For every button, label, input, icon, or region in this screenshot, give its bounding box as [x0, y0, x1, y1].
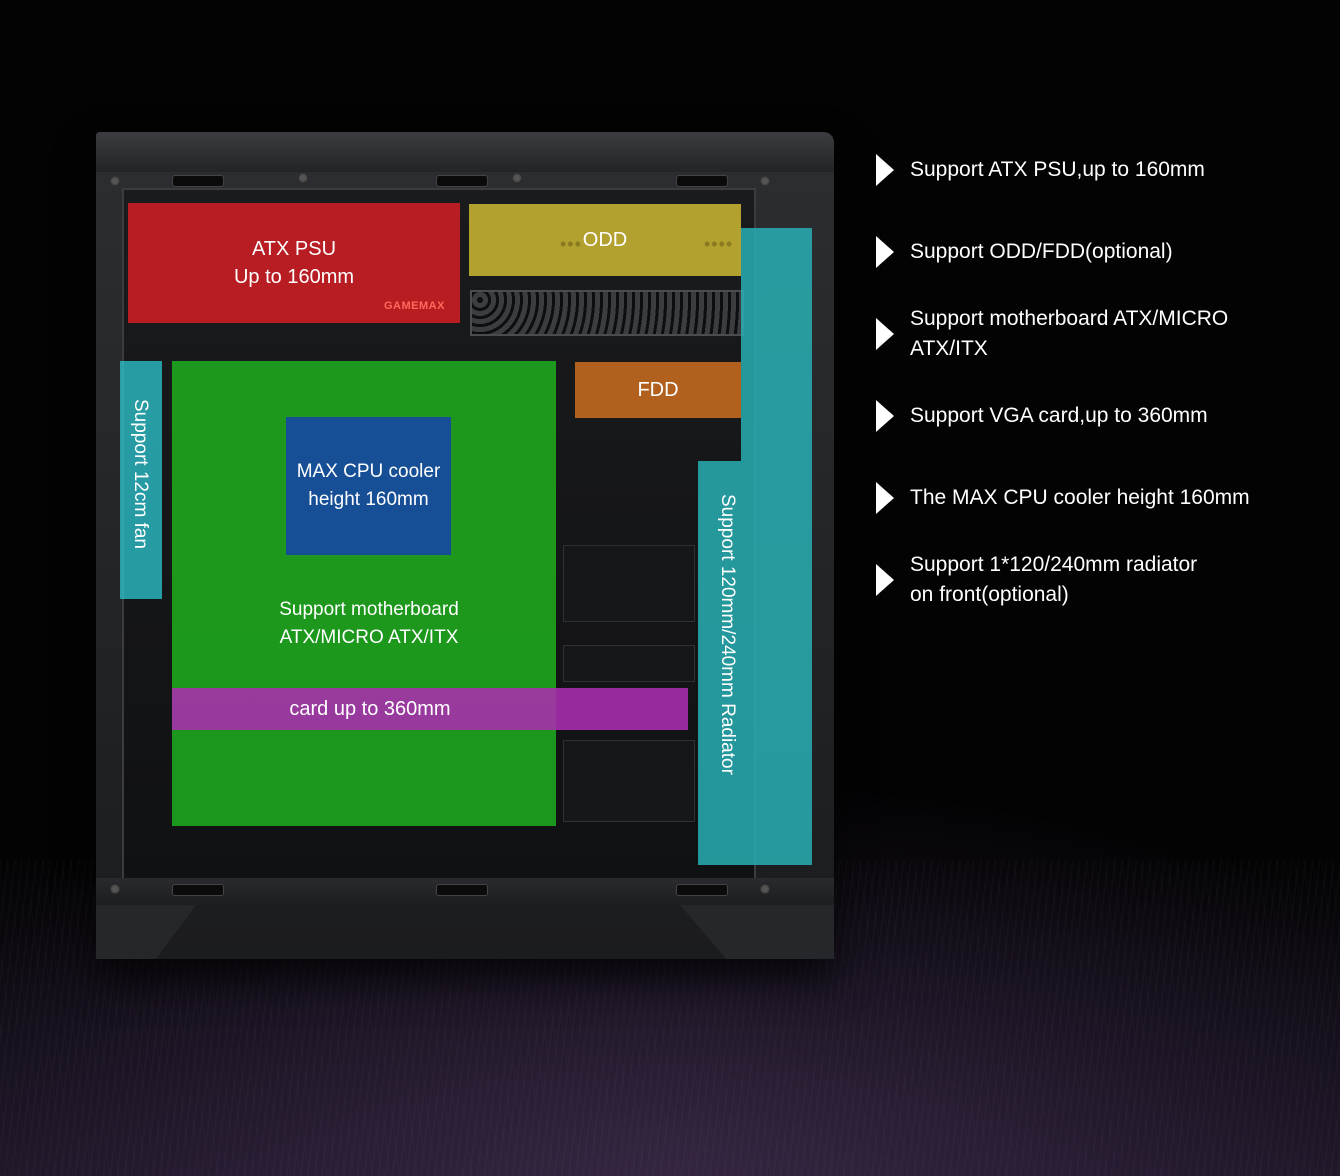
- radiator-label: Support 120mm/240mm Radiator: [717, 494, 738, 775]
- feature-line: Support VGA card,up to 360mm: [910, 404, 1208, 427]
- screw-icon: [512, 173, 522, 183]
- triangle-arrow-icon: [876, 236, 894, 268]
- screw-icon: [760, 884, 770, 894]
- drive-bay: [563, 545, 695, 622]
- motherboard-label-line2: ATX/MICRO ATX/ITX: [279, 627, 459, 648]
- cpu-cooler-zone: MAX CPU cooler height 160mm: [286, 417, 451, 555]
- feature-line: Support ATX PSU,up to 160mm: [910, 158, 1205, 181]
- fdd-zone: FDD: [575, 362, 741, 418]
- psu-label-line1: ATX PSU: [251, 238, 337, 260]
- motherboard-label: Support motherboard ATX/MICRO ATX/ITX: [172, 596, 566, 652]
- feature-text: Support 1*120/240mm radiator on front(op…: [910, 550, 1310, 610]
- fan-label: Support 12cm fan: [130, 399, 151, 549]
- triangle-arrow-icon: [876, 482, 894, 514]
- triangle-arrow-icon: [876, 318, 894, 350]
- screw-icon: [110, 884, 120, 894]
- triangle-arrow-icon: [876, 154, 894, 186]
- feature-text: Support motherboard ATX/MICRO ATX/ITX: [910, 304, 1310, 364]
- feature-item: Support 1*120/240mm radiator on front(op…: [876, 550, 1316, 614]
- feature-line: The MAX CPU cooler height 160mm: [910, 486, 1250, 509]
- odd-zone: ODD: [469, 204, 741, 276]
- cpu-label-line1: MAX CPU cooler: [296, 461, 441, 482]
- psu-label-line2: Up to 160mm: [233, 266, 355, 288]
- feature-text: Support ODD/FDD(optional): [910, 237, 1310, 267]
- feature-line: ATX/ITX: [910, 337, 988, 360]
- fan-zone: [120, 361, 162, 599]
- feature-text: Support ATX PSU,up to 160mm: [910, 155, 1310, 185]
- feature-item: Support VGA card,up to 360mm: [876, 398, 1316, 438]
- cpu-label-line2: height 160mm: [308, 489, 429, 510]
- feature-item: The MAX CPU cooler height 160mm: [876, 480, 1316, 520]
- odd-vent-dots: •••: [560, 234, 582, 254]
- feature-item: Support motherboard ATX/MICRO ATX/ITX: [876, 304, 1316, 368]
- top-slot: [172, 175, 224, 187]
- case-top-panel: [96, 132, 834, 172]
- triangle-arrow-icon: [876, 400, 894, 432]
- triangle-arrow-icon: [876, 564, 894, 596]
- odd-vent-dots: ••••: [704, 234, 734, 254]
- vga-label: card up to 360mm: [289, 698, 451, 720]
- feature-line: Support ODD/FDD(optional): [910, 240, 1173, 263]
- radiator-zone-lower: [698, 461, 812, 865]
- top-slot: [436, 175, 488, 187]
- drive-bay: [563, 740, 695, 822]
- feature-text: Support VGA card,up to 360mm: [910, 401, 1310, 431]
- motherboard-label-line1: Support motherboard: [279, 599, 459, 620]
- psu-zone: ATX PSU Up to 160mm: [128, 203, 460, 323]
- feature-item: Support ODD/FDD(optional): [876, 234, 1316, 274]
- bottom-slot: [676, 884, 728, 896]
- fdd-label: FDD: [637, 379, 679, 401]
- screw-icon: [298, 173, 308, 183]
- feature-line: Support motherboard ATX/MICRO: [910, 307, 1229, 330]
- vga-card-zone: card up to 360mm: [172, 688, 688, 730]
- drive-bay: [563, 645, 695, 682]
- bottom-slot: [436, 884, 488, 896]
- feature-line: Support 1*120/240mm radiator: [910, 553, 1198, 576]
- odd-label: ODD: [582, 229, 628, 251]
- feature-line: on front(optional): [910, 583, 1069, 606]
- top-slot: [676, 175, 728, 187]
- feature-text: The MAX CPU cooler height 160mm: [910, 483, 1310, 513]
- screw-icon: [110, 176, 120, 186]
- radiator-zone-upper: [741, 228, 812, 461]
- feature-item: Support ATX PSU,up to 160mm: [876, 152, 1316, 192]
- screw-icon: [760, 176, 770, 186]
- bottom-slot: [172, 884, 224, 896]
- drive-tray: [470, 290, 744, 336]
- gamemax-logo: GAMEMAX: [384, 300, 445, 312]
